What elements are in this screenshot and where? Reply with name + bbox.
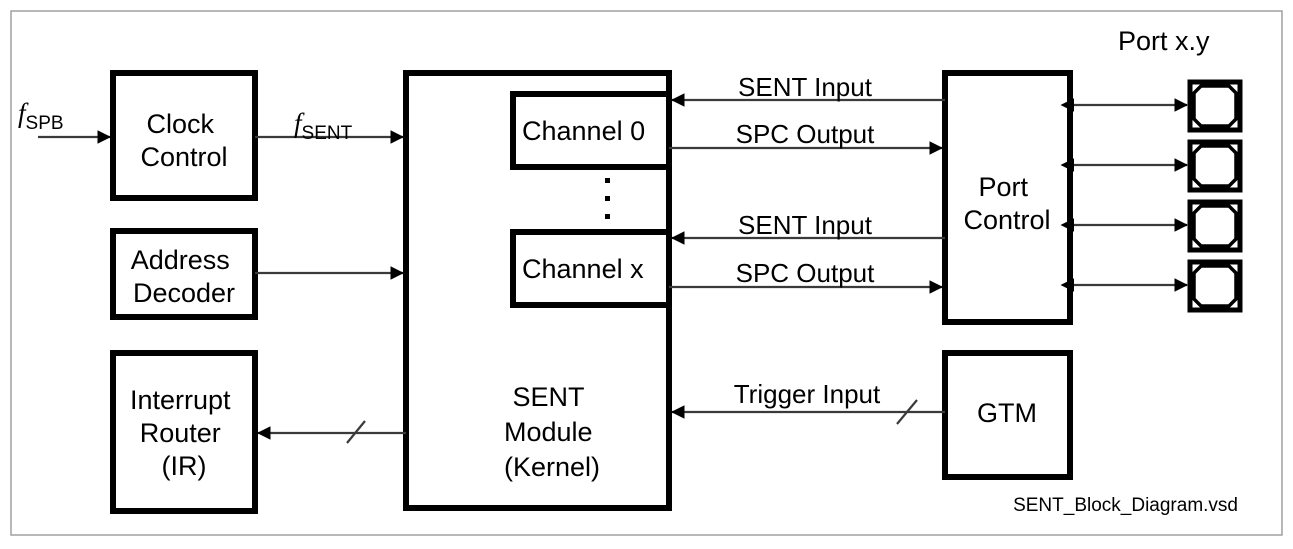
label-channel-x: Channel x [522, 254, 644, 284]
label-port-control: Port Control [963, 172, 1050, 235]
block-address-decoder[interactable] [110, 228, 258, 320]
label-f-spb: fSPB [18, 98, 64, 134]
label-sent-module: SENT Module (Kernel) [504, 382, 600, 482]
channel-ellipsis-icon [605, 178, 610, 219]
label-channel-0: Channel 0 [522, 116, 645, 146]
bus-slash-interrupt [346, 420, 366, 444]
label-sent-input-0: SENT Input [738, 72, 873, 102]
label-clock-control: Clock Control [140, 109, 227, 172]
block-gtm[interactable] [942, 350, 1073, 480]
label-interrupt-router: Interrupt Router (IR) [130, 385, 238, 481]
label-sent-input-x: SENT Input [738, 210, 873, 240]
label-f-sent: fSENT [294, 108, 353, 144]
label-spc-output-x: SPC Output [736, 258, 876, 288]
label-spc-output-0: SPC Output [736, 119, 876, 149]
page-frame [10, 10, 1283, 536]
block-clock-control[interactable] [110, 70, 258, 201]
block-channel-0[interactable] [510, 91, 672, 170]
label-address-decoder: Address Decoder [131, 245, 238, 308]
port-pad-3[interactable] [1187, 199, 1243, 253]
port-pad-1[interactable] [1187, 79, 1243, 133]
label-trigger-input: Trigger Input [734, 379, 881, 409]
port-pad-4[interactable] [1187, 259, 1243, 313]
block-channel-x[interactable] [510, 229, 672, 308]
label-gtm: GTM [977, 398, 1037, 428]
label-port-group: Port x.y [1118, 26, 1210, 56]
diagram-caption: SENT_Block_Diagram.vsd [1013, 495, 1238, 516]
bus-slash-trigger [896, 399, 918, 425]
port-pad-2[interactable] [1187, 139, 1243, 193]
block-port-control[interactable] [942, 70, 1073, 325]
block-interrupt-router[interactable] [110, 350, 258, 514]
